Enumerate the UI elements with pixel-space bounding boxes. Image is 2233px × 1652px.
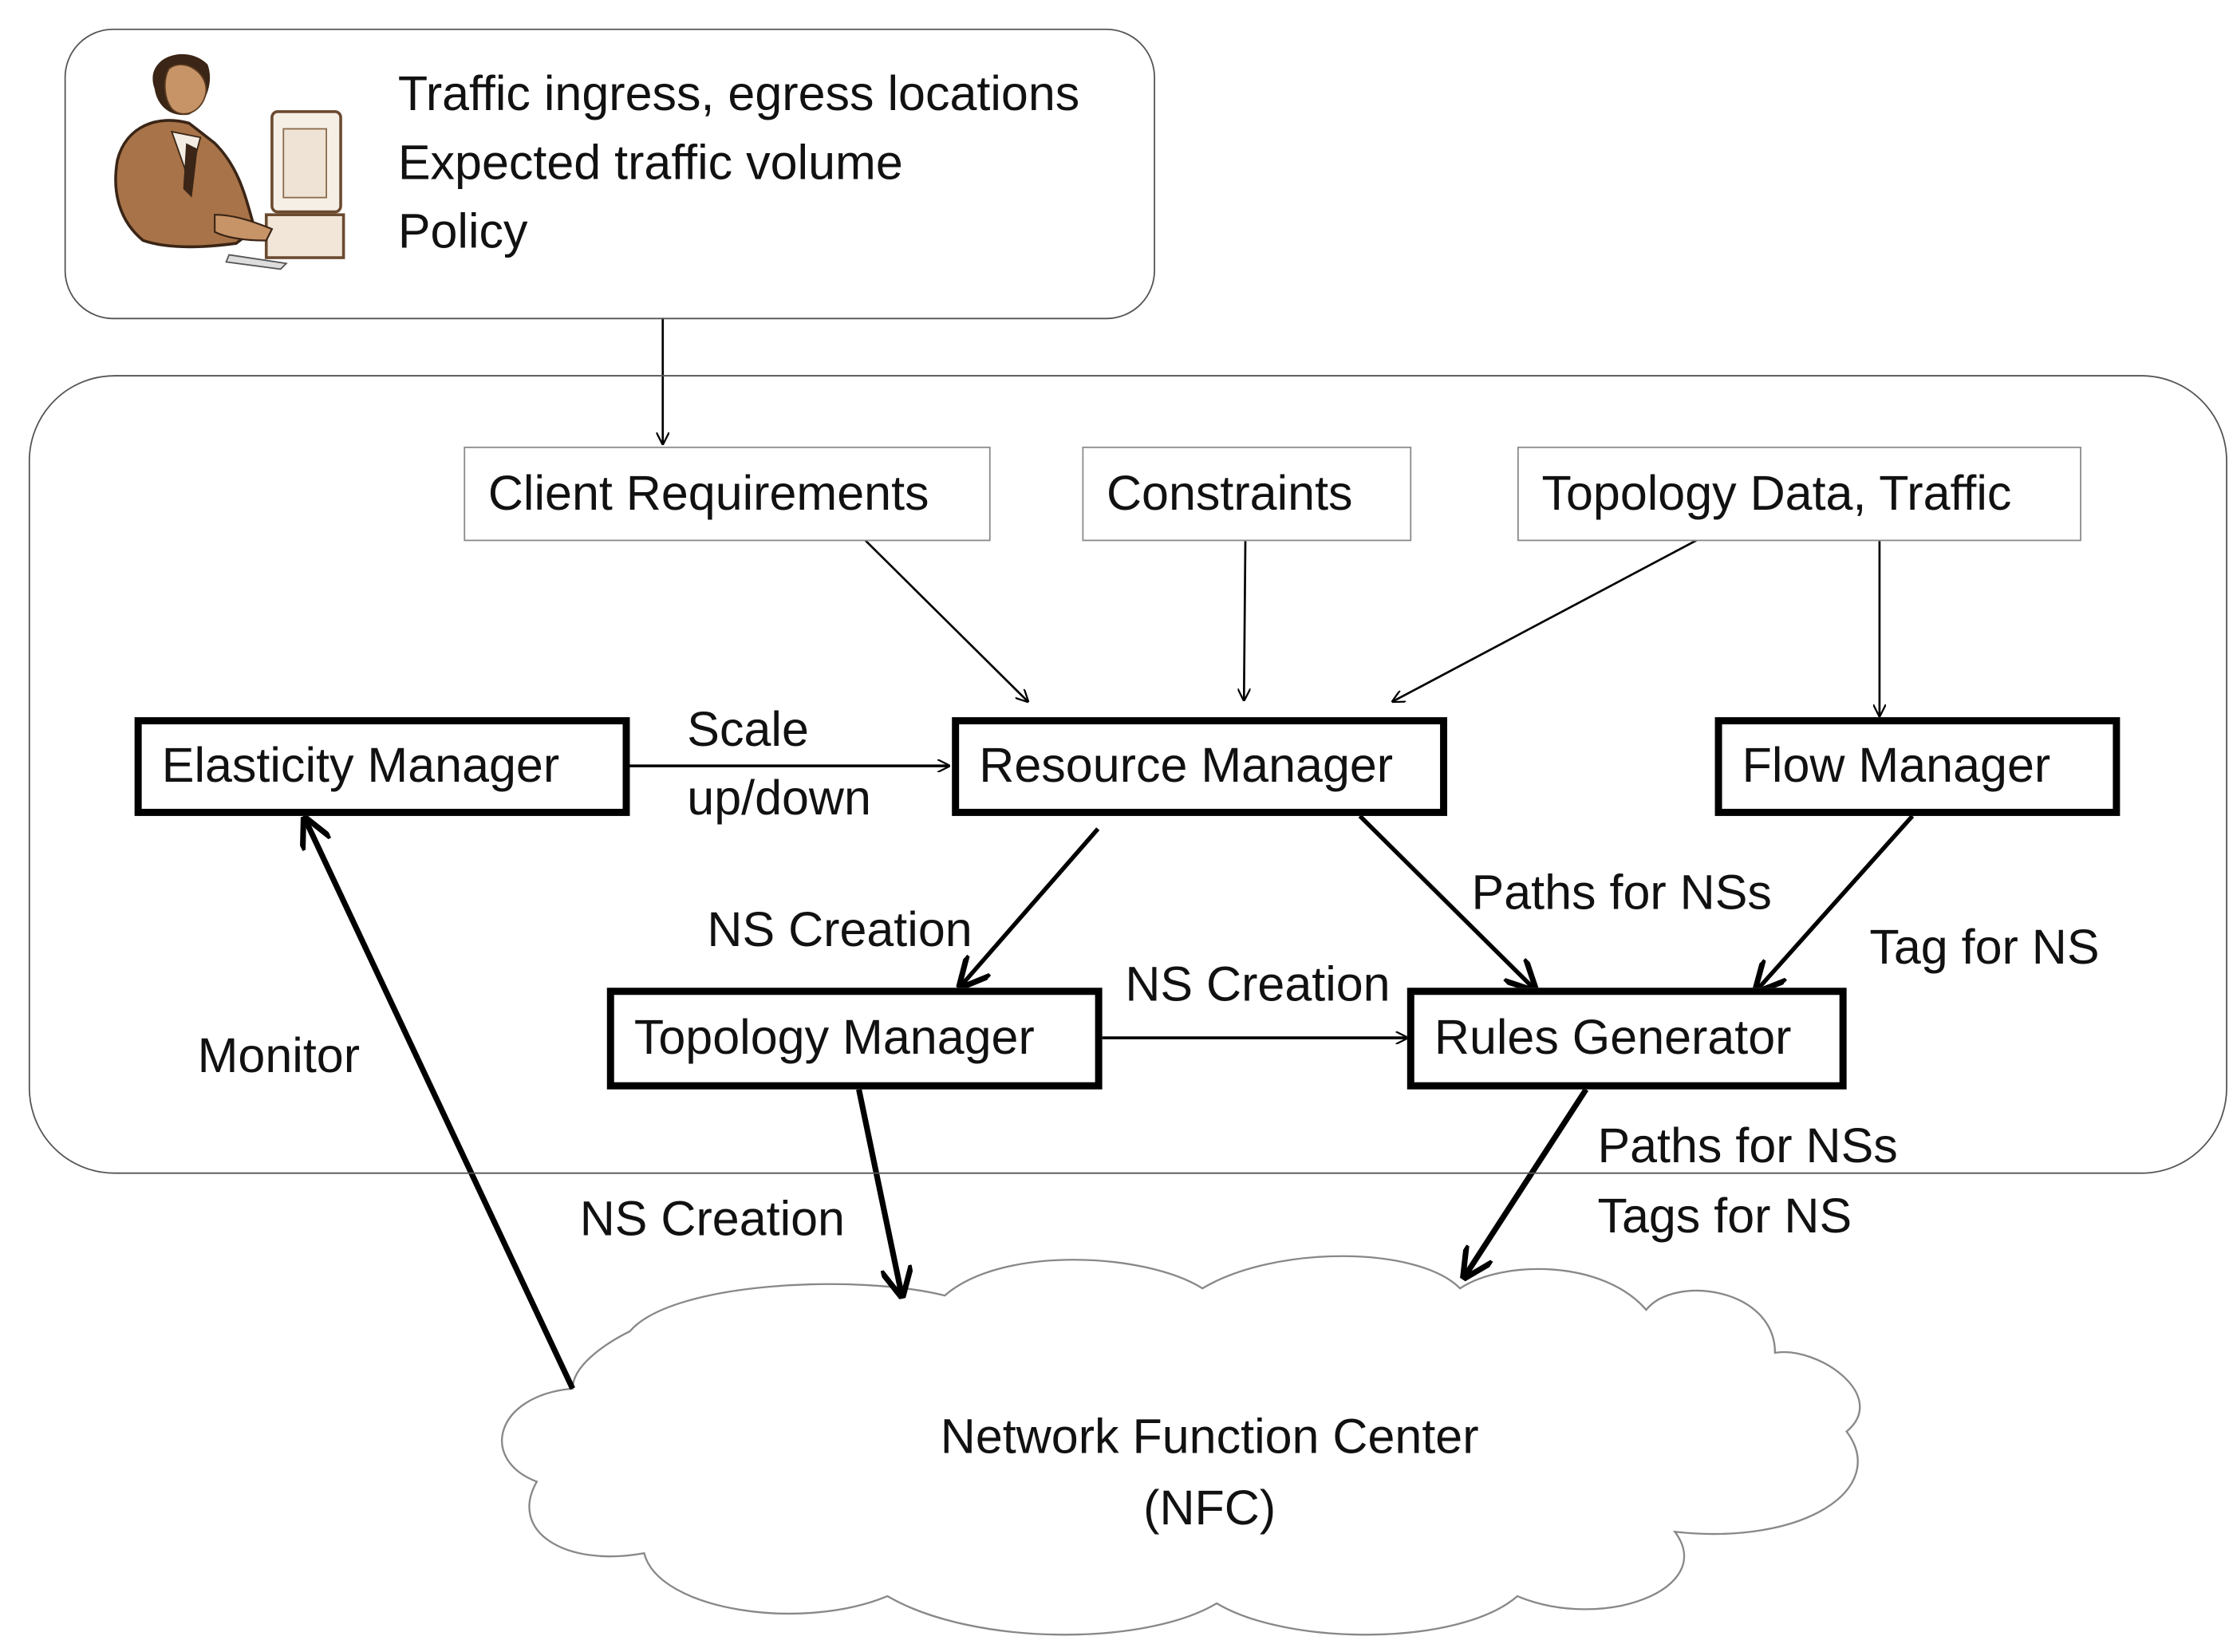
controller-container — [28, 375, 2227, 1174]
person-at-computer-icon — [114, 53, 345, 270]
client-line-ingress: Traffic ingress, egress locations — [397, 67, 1080, 122]
client-line-policy: Policy — [397, 204, 528, 259]
rg-nfc-paths-label: Paths for NSs — [1597, 1119, 1898, 1174]
paths-for-nss-label: Paths for NSs — [1471, 865, 1772, 921]
constraints-box: Constraints — [1082, 446, 1412, 542]
scale-label-line1: Scale — [687, 703, 809, 758]
scale-label-line2: up/down — [687, 771, 871, 826]
tag-for-ns-label: Tag for NS — [1869, 920, 2100, 976]
monitor-label: Monitor — [197, 1029, 361, 1084]
flow-manager-box: Flow Manager — [1714, 717, 2121, 816]
topology-manager-box: Topology Manager — [606, 988, 1103, 1090]
client-box — [64, 28, 1156, 320]
rg-nfc-tags-label: Tags for NS — [1597, 1189, 1852, 1244]
resource-manager-box: Resource Manager — [952, 717, 1448, 816]
nfc-title-line2: (NFC) — [1143, 1481, 1276, 1536]
elasticity-manager-box: Elasticity Manager — [134, 717, 630, 816]
ns-creation-rm-tm-label: NS Creation — [707, 903, 972, 958]
nfc-title-line1: Network Function Center — [940, 1410, 1479, 1465]
ns-creation-tm-rg-label: NS Creation — [1125, 957, 1391, 1012]
client-line-volume: Expected traffic volume — [397, 136, 903, 191]
ns-creation-tm-nfc-label: NS Creation — [579, 1192, 846, 1248]
client-requirements-box: Client Requirements — [464, 446, 991, 542]
nfc-cloud — [501, 1255, 1861, 1636]
rules-generator-box: Rules Generator — [1406, 988, 1847, 1090]
topology-data-box: Topology Data, Traffic — [1517, 446, 2081, 542]
